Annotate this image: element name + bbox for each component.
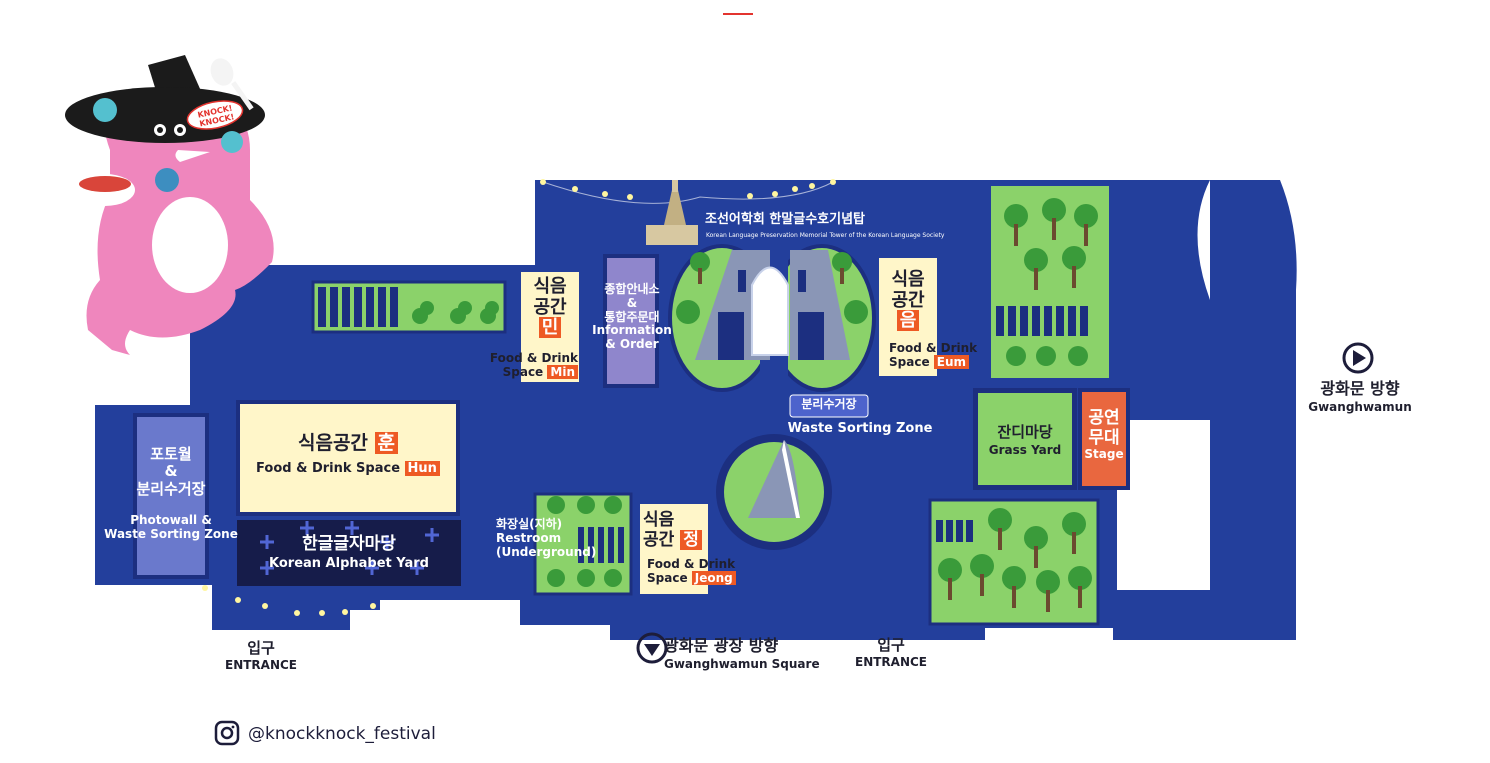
garden-restroom bbox=[533, 492, 633, 596]
direction-gwanghwamun[interactable]: 광화문 방향 Gwanghwamun bbox=[1298, 379, 1422, 415]
zone-grass-ko: 잔디마당 bbox=[997, 423, 1053, 441]
zone-food-eum-badge: 음 bbox=[896, 310, 920, 332]
knock-knock-mascot bbox=[65, 55, 274, 355]
zone-photowall-ko2: 분리수거장 bbox=[136, 479, 206, 498]
zone-alphabet-ko: 한글글자마당 bbox=[302, 534, 396, 554]
zone-food-jeong-en: Food & Drink Space Jeong bbox=[647, 557, 743, 586]
zone-information[interactable]: 종합안내소 & 통합주문대 Information & Order bbox=[592, 282, 672, 352]
zone-stage[interactable]: 공연 무대 Stage bbox=[1082, 408, 1126, 462]
zone-food-eum-ko1: 식음 bbox=[891, 269, 925, 290]
zone-food-hun-badge: 훈 bbox=[374, 432, 399, 454]
zone-food-jeong-ko2: 공간 bbox=[643, 529, 675, 550]
zone-restroom-en1: Restroom bbox=[496, 530, 562, 545]
zone-outlines bbox=[133, 254, 1130, 579]
zone-photowall-amp: & bbox=[164, 462, 178, 481]
zone-food-jeong-en1: Food & Drink bbox=[647, 557, 736, 571]
instagram-icon bbox=[214, 720, 240, 746]
direction-gwanghwamun-en: Gwanghwamun bbox=[1308, 400, 1412, 415]
zone-food-jeong-badge: 정 bbox=[680, 529, 702, 550]
zone-photowall-en1: Photowall & bbox=[130, 513, 212, 527]
zone-alphabet-yard[interactable]: 한글글자마당 Korean Alphabet Yard bbox=[237, 534, 461, 571]
zone-food-hun[interactable]: 식음공간 훈 bbox=[240, 432, 456, 455]
entrance-right-ko: 입구 bbox=[877, 636, 905, 654]
zone-food-min-en: Food & Drink Space Min bbox=[486, 351, 578, 380]
entrance-left[interactable]: 입구 ENTRANCE bbox=[212, 639, 310, 673]
zone-stage-ko2: 무대 bbox=[1088, 427, 1120, 448]
zone-food-eum-en: Food & Drink Space Eum bbox=[889, 341, 981, 370]
alphabet-yard-bg bbox=[237, 520, 461, 586]
direction-gwanghwamun-ko: 광화문 방향 bbox=[1320, 379, 1400, 398]
zone-food-min-en1: Food & Drink bbox=[489, 351, 578, 365]
zone-food-jeong-en2: Space bbox=[647, 570, 688, 585]
zone-food-eum[interactable]: 식음 공간 음 bbox=[879, 269, 937, 332]
zone-food-eum-en1: Food & Drink bbox=[889, 341, 978, 355]
zone-food-hun-en-badge: Hun bbox=[404, 461, 440, 476]
entrance-left-en: ENTRANCE bbox=[225, 658, 297, 673]
direction-square[interactable]: 광화문 광장 방향 Gwanghwamun Square bbox=[664, 636, 826, 672]
zone-food-min-en2: Space bbox=[502, 364, 544, 379]
zone-stage-ko1: 공연 bbox=[1088, 408, 1120, 428]
trees bbox=[676, 198, 1098, 612]
zone-food-jeong-en-badge: Jeong bbox=[691, 570, 736, 585]
zone-info-en1: Information bbox=[592, 323, 672, 338]
zone-food-jeong-ko1: 식음 bbox=[643, 510, 675, 530]
landmark-subtitle: Korean Language Preservation Memorial To… bbox=[706, 232, 945, 239]
zone-photowall-ko1: 포토월 bbox=[150, 445, 192, 463]
zone-waste-label-ko: 분리수거장 bbox=[801, 397, 857, 411]
zone-waste-label-en: Waste Sorting Zone bbox=[787, 421, 933, 436]
zone-food-hun-ko: 식음공간 bbox=[297, 432, 368, 454]
zone-food-eum-en2: Space bbox=[889, 354, 930, 369]
zone-food-min-ko2: 공간 bbox=[533, 296, 567, 318]
zone-food-jeong[interactable]: 식음 공간 정 bbox=[643, 510, 711, 550]
instagram-handle[interactable]: @knockknock_festival bbox=[248, 724, 436, 744]
stone-monument bbox=[716, 434, 832, 550]
zone-alphabet-en: Korean Alphabet Yard bbox=[269, 555, 429, 571]
entrance-left-ko: 입구 bbox=[247, 639, 275, 657]
zone-photowall[interactable]: 포토월 & 분리수거장 bbox=[128, 445, 214, 498]
zone-info-amp: & bbox=[626, 295, 638, 310]
zone-info-ko1: 종합안내소 bbox=[604, 282, 660, 296]
zone-info-en2: & Order bbox=[605, 337, 659, 352]
zone-food-min[interactable]: 식음 공간 민 bbox=[521, 276, 579, 339]
zone-food-eum-en-badge: Eum bbox=[933, 354, 970, 369]
zone-restroom-ko: 화장실(지하) bbox=[496, 517, 563, 531]
garden-strip-left bbox=[311, 280, 507, 334]
direction-arrow-down-icon bbox=[636, 632, 668, 664]
zone-stage-en: Stage bbox=[1084, 447, 1124, 462]
zone-grass-yard[interactable]: 잔디마당 Grass Yard bbox=[977, 423, 1073, 458]
zone-food-min-badge: 민 bbox=[538, 317, 562, 339]
zone-food-eum-ko2: 공간 bbox=[891, 289, 925, 311]
zone-food-hun-en: Food & Drink Space Hun bbox=[240, 461, 456, 477]
entrance-right[interactable]: 입구 ENTRANCE bbox=[842, 636, 940, 670]
zone-info-ko2: 통합주문대 bbox=[604, 309, 660, 324]
memorial-monument bbox=[668, 244, 876, 392]
zone-fills bbox=[137, 258, 1126, 594]
direction-square-en: Gwanghwamun Square bbox=[664, 657, 820, 672]
landmark-title: 조선어학회 한말글수호기념탑 bbox=[705, 212, 866, 227]
zone-food-hun-en-text: Food & Drink Space bbox=[256, 461, 401, 476]
zone-grass-en: Grass Yard bbox=[988, 443, 1062, 458]
zone-photowall-en: Photowall & Waste Sorting Zone bbox=[98, 513, 244, 542]
entrance-right-en: ENTRANCE bbox=[855, 655, 927, 670]
zone-restroom-en2: (Underground) bbox=[496, 544, 597, 559]
header-accent-line bbox=[723, 13, 753, 15]
direction-arrow-right-icon bbox=[1342, 342, 1374, 374]
direction-square-ko: 광화문 광장 방향 bbox=[664, 636, 779, 655]
zone-food-min-en-badge: Min bbox=[547, 364, 578, 379]
zone-food-min-ko1: 식음 bbox=[533, 276, 567, 297]
zone-photowall-en2: Waste Sorting Zone bbox=[104, 526, 238, 541]
memorial-tower-icon bbox=[646, 180, 698, 245]
string-lights-top bbox=[540, 179, 836, 204]
zone-restroom[interactable]: 화장실(지하) Restroom (Underground) bbox=[496, 517, 606, 559]
